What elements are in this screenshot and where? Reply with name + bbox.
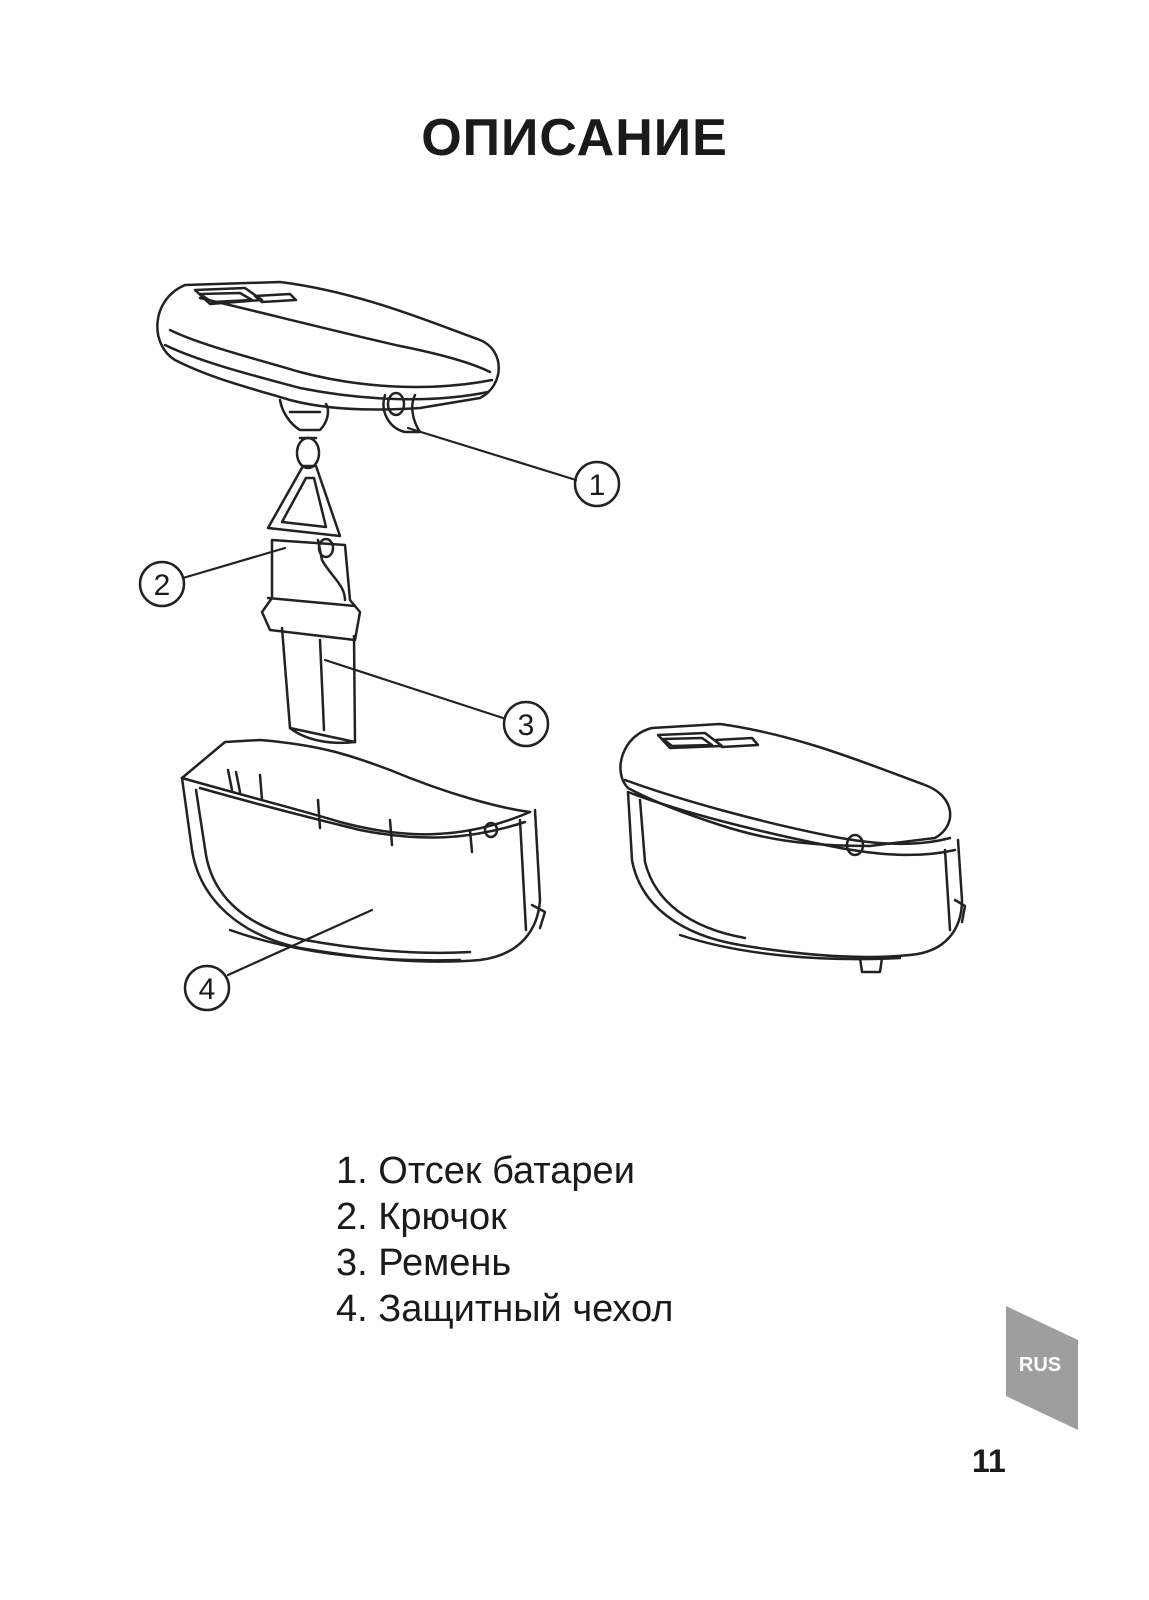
- scale-body-drawing: [156, 280, 500, 434]
- assembled-scale-drawing: [619, 722, 967, 974]
- parts-legend: 1. Отсек батареи 2. Крючок 3. Ремень 4. …: [336, 1148, 673, 1332]
- language-tab: RUS: [1002, 1306, 1082, 1430]
- legend-item: 1. Отсек батареи: [336, 1148, 673, 1194]
- callout-1: 1: [573, 460, 621, 508]
- legend-item-label: Ремень: [378, 1242, 512, 1284]
- legend-item-number: 1.: [336, 1150, 368, 1192]
- callout-4-label: 4: [199, 973, 216, 1006]
- legend-item-number: 4.: [336, 1288, 368, 1330]
- language-tab-label: RUS: [1018, 1354, 1062, 1376]
- legend-item: 2. Крючок: [336, 1194, 673, 1240]
- protective-case-drawing: [180, 738, 547, 963]
- callout-3: 3: [502, 700, 550, 748]
- page-number: 11: [972, 1443, 1006, 1479]
- callout-2: 2: [138, 560, 186, 608]
- legend-item-label: Отсек батареи: [378, 1150, 635, 1192]
- leader-lines: [181, 426, 578, 977]
- legend-item-number: 2.: [336, 1196, 368, 1238]
- hook-strap-drawing: [260, 436, 362, 745]
- legend-item-number: 3.: [336, 1242, 368, 1284]
- legend-item-label: Крючок: [378, 1196, 507, 1238]
- callout-1-label: 1: [589, 469, 606, 502]
- callout-4: 4: [183, 964, 231, 1012]
- page-title: ОПИСАНИЕ: [421, 109, 728, 167]
- legend-item: 3. Ремень: [336, 1240, 673, 1286]
- callout-2-label: 2: [154, 569, 171, 602]
- legend-item: 4. Защитный чехол: [336, 1286, 673, 1332]
- legend-item-label: Защитный чехол: [378, 1288, 674, 1330]
- callout-3-label: 3: [518, 709, 535, 742]
